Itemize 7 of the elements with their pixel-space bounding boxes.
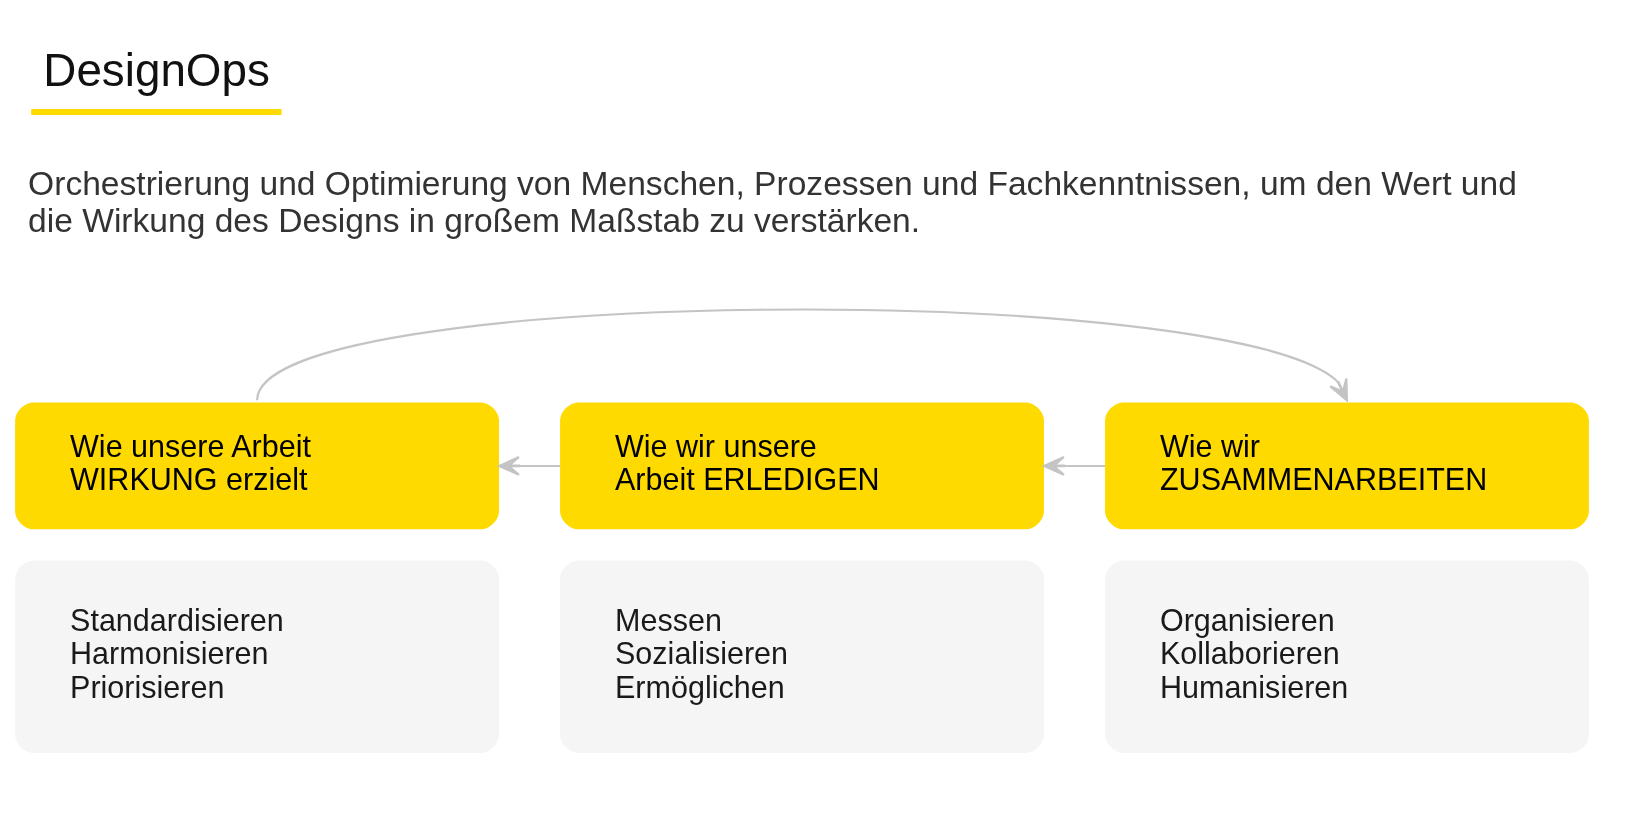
caption: Orchestrierung und Optimierung von Menschen, Prozessen und Fachkenntnissen, um den Wert und die Wirkung des Designs in großem Maßstab zu verstärken.: [28, 164, 1517, 239]
arrow: [1043, 455, 1105, 476]
node-box: Wie wir unsere Arbeit ERLEDIGEN: [560, 402, 1044, 529]
diagram-title: DesignOps: [43, 44, 270, 96]
arrow: [498, 455, 561, 476]
node-box: Wie wir ZUSAMMENARBEITEN: [1105, 402, 1589, 529]
node-box: Wie unsere Arbeit WIRKUNG erzielt: [15, 402, 499, 529]
